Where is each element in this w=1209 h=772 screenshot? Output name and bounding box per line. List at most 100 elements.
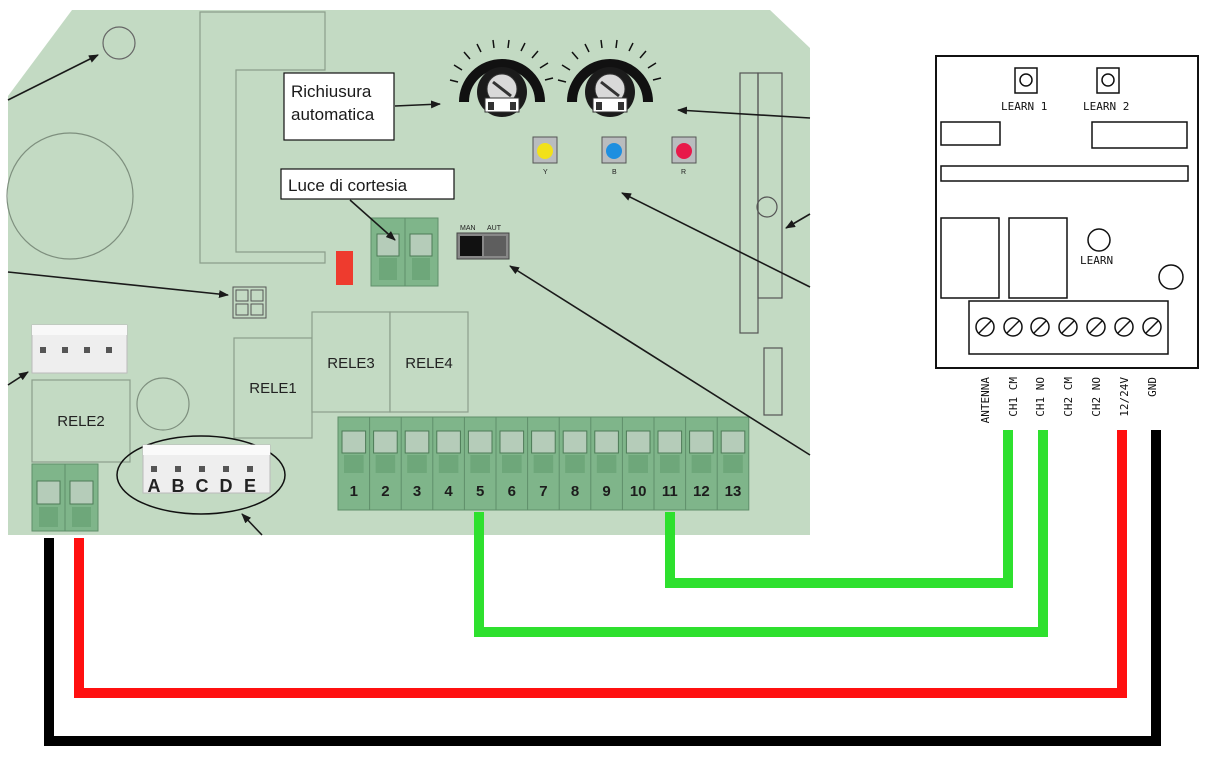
connector-letter: B [172,476,185,496]
capacitor-small-outline [136,377,190,431]
relay-rele1-label: RELE1 [249,380,297,397]
connector-letter: C [196,476,209,496]
annotation-arrows [7,54,811,536]
learn-label: LEARN [1080,254,1113,267]
receiver-chip-right [1091,121,1188,149]
connector-abcde-cap [143,445,270,455]
relay-rele2 [31,379,131,463]
terminal-2: 2 [369,417,398,510]
red-component [336,251,353,285]
callout-box-auto-close [283,72,395,141]
terminal-7: 7 [527,417,556,510]
screw-terminal [1142,317,1162,337]
control-board: RELE1 RELE3 RELE4 RELE2 [6,10,811,536]
terminal-1: 1 [337,417,367,510]
receiver-pin-label: CH2 NO [1090,377,1103,417]
connector-abcde-pins [151,466,253,472]
wire-black-power [44,430,1161,746]
connector-letter: D [220,476,233,496]
receiver-relay-1 [940,217,1000,299]
callout-auto-close-line1: Richiusura [291,82,372,101]
receiver-pin-label: CH1 NO [1034,377,1047,417]
svg-text:R: R [681,169,686,176]
svg-text:B: B [612,169,617,176]
receiver-outline [935,55,1199,369]
terminal-number: 6 [508,483,516,500]
pushbutton-y: Y [532,136,558,176]
learn1-button [1014,67,1038,94]
screw-terminal [1114,317,1134,337]
receiver-pin-label: GND [1146,377,1159,397]
terminal-number: 1 [350,483,358,500]
terminal-number: 11 [662,483,678,500]
terminal-12: 12 [685,417,714,510]
receiver-hole [1158,264,1184,290]
terminal-10: 10 [621,417,651,510]
terminal-5: 5 [463,417,493,510]
receiver-pin-label: ANTENNA [979,377,992,424]
learn1-label: LEARN 1 [1001,100,1047,113]
receiver-pin-label: 12/24V [1118,377,1131,417]
pushbutton-b: B [601,136,627,176]
relay-rele3 [311,311,391,413]
terminal-number: 12 [693,483,710,500]
board-hole [756,196,778,218]
terminal-11: 11 [653,417,683,510]
receiver-strip [940,165,1189,182]
callout-box-courtesy-light [280,168,455,200]
screw-terminal [1030,317,1050,337]
trimmer-2 [557,39,662,117]
wire-red-power [74,430,1127,698]
receiver-pin-label: CH1 CM [1007,377,1020,417]
terminal-number: 2 [381,483,389,500]
connector-letter: E [244,476,256,496]
board-connector-strip-2 [757,72,783,299]
terminal-number: 5 [476,483,484,500]
learn2-label: LEARN 2 [1083,100,1129,113]
callout-auto-close-line2: automatica [291,105,375,124]
connector-4pin-pins [40,347,112,353]
receiver-module: LEARN 1 LEARN 2 LEARN ANTENNA CH1 CM CH1 N… [935,55,1199,424]
power-terminal [31,463,99,532]
switch-aut-label: AUT [487,225,502,232]
screw-terminal [975,317,995,337]
connector-letter: A [148,476,161,496]
learn1-button-knob [1019,73,1033,87]
terminal-13: 13 [716,417,746,510]
terminal-number: 8 [571,483,579,500]
board-slot [763,347,783,416]
terminal-6: 6 [495,417,525,510]
terminal-4: 4 [432,417,461,510]
receiver-pin-label: CH2 CM [1062,377,1075,417]
relay-rele4 [389,311,469,413]
terminal-number: 3 [413,483,421,500]
callout-courtesy-light: Luce di cortesia [288,176,408,195]
receiver-pin-labels: ANTENNA CH1 CM CH1 NO CH2 CM CH2 NO 12/24V GND [979,377,1159,424]
relay-rele2-label: RELE2 [57,413,105,430]
svg-text:Y: Y [543,169,548,176]
receiver-relay-2 [1008,217,1068,299]
terminal-3: 3 [400,417,430,510]
learn2-button [1096,67,1120,94]
jumper-block [232,286,267,319]
wire-green-5-ch1no [474,430,1048,637]
receiver-terminal-block [968,300,1169,355]
receiver-terminal-screws [975,317,1162,337]
relay-rele4-label: RELE4 [405,355,453,372]
relay-rele1 [233,337,313,439]
board-silkscreen-outline [199,11,326,264]
wire-green-11-ch1cm [665,430,1013,588]
mounting-hole [102,26,136,60]
connector-abcde-highlight [116,435,286,515]
capacitor-outline [6,132,134,260]
man-aut-switch: MAN AUT [456,225,510,260]
relay-rele3-label: RELE3 [327,355,375,372]
screw-terminal [1058,317,1078,337]
terminal-number: 10 [630,483,647,500]
pushbutton-r: R [671,136,697,176]
learn2-button-knob [1101,73,1115,87]
terminal-9: 9 [590,417,619,510]
